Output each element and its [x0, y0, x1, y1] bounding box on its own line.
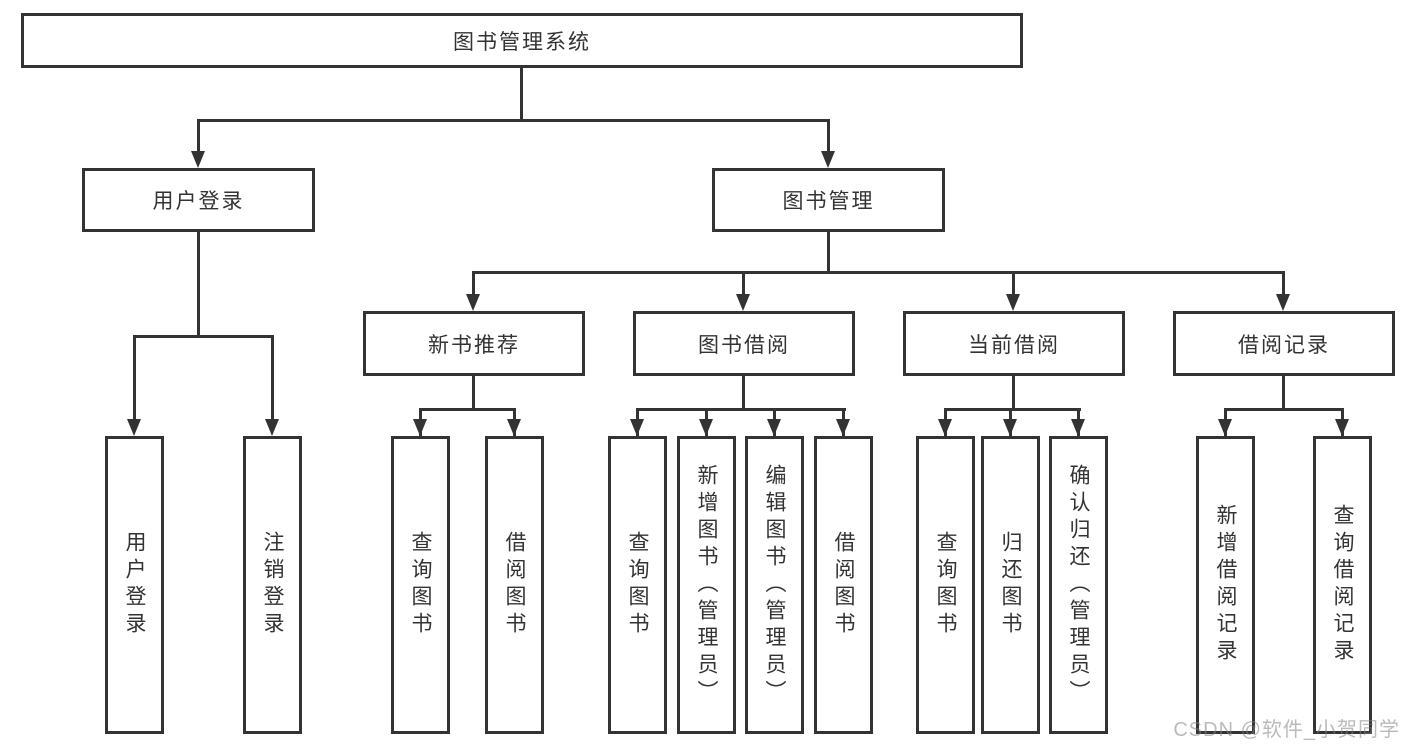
arrow-down-icon	[466, 294, 480, 311]
leaf-edit-book-admin: 编辑图书（管理员）	[745, 436, 804, 734]
connector-line	[827, 232, 830, 274]
connector-line	[944, 408, 1081, 411]
leaf-query-books-current: 查询图书	[916, 436, 975, 734]
leaf-add-borrow-record: 新增借阅记录	[1196, 436, 1255, 734]
arrow-down-icon	[1003, 419, 1017, 436]
arrow-down-icon	[736, 294, 750, 311]
connector-line	[197, 119, 830, 122]
watermark-text: CSDN @软件_小贺同学	[1173, 719, 1400, 741]
arrow-down-icon	[265, 419, 279, 436]
leaf-confirm-return-admin: 确认归还（管理员）	[1049, 436, 1108, 734]
connector-line	[197, 232, 200, 335]
connector-line	[742, 271, 745, 304]
node-book-management: 图书管理	[712, 168, 945, 232]
arrow-down-icon	[191, 151, 205, 168]
connector-line	[197, 119, 200, 159]
arrow-down-icon	[821, 151, 835, 168]
connector-line	[1224, 408, 1344, 411]
node-library-management-system: 图书管理系统	[21, 13, 1023, 68]
arrow-down-icon	[1006, 294, 1020, 311]
connector-line	[133, 335, 274, 338]
arrow-down-icon	[767, 419, 781, 436]
connector-line	[133, 335, 136, 427]
node-book-borrow: 图书借阅	[633, 311, 855, 376]
arrow-down-icon	[1335, 419, 1349, 436]
arrow-down-icon	[507, 419, 521, 436]
connector-line	[472, 271, 475, 304]
leaf-borrow-books-recommend: 借阅图书	[485, 436, 544, 734]
connector-line	[520, 68, 523, 119]
connector-line	[472, 376, 475, 411]
leaf-user-login: 用户登录	[105, 436, 164, 734]
leaf-query-books-borrow: 查询图书	[608, 436, 667, 734]
arrow-down-icon	[938, 419, 952, 436]
node-user-login: 用户登录	[82, 168, 315, 232]
leaf-query-books-recommend: 查询图书	[391, 436, 450, 734]
arrow-down-icon	[836, 419, 850, 436]
leaf-return-book: 归还图书	[981, 436, 1040, 734]
connector-line	[636, 408, 846, 411]
connector-line	[271, 335, 274, 427]
connector-line	[827, 119, 830, 159]
node-borrow-records: 借阅记录	[1173, 311, 1395, 376]
connector-line	[1282, 271, 1285, 304]
arrow-down-icon	[1071, 419, 1085, 436]
connector-line	[472, 271, 1285, 274]
node-current-borrow: 当前借阅	[903, 311, 1125, 376]
arrow-down-icon	[699, 419, 713, 436]
connector-line	[742, 376, 745, 411]
arrow-down-icon	[1276, 294, 1290, 311]
leaf-logout: 注销登录	[243, 436, 302, 734]
node-new-book-recommend: 新书推荐	[363, 311, 585, 376]
leaf-borrow-books: 借阅图书	[814, 436, 873, 734]
connector-line	[419, 408, 516, 411]
leaf-query-borrow-record: 查询借阅记录	[1313, 436, 1372, 734]
leaf-add-book-admin: 新增图书（管理员）	[677, 436, 736, 734]
arrow-down-icon	[127, 419, 141, 436]
arrow-down-icon	[630, 419, 644, 436]
arrow-down-icon	[413, 419, 427, 436]
connector-line	[1282, 376, 1285, 411]
arrow-down-icon	[1218, 419, 1232, 436]
connector-line	[1012, 376, 1015, 411]
connector-line	[1012, 271, 1015, 304]
